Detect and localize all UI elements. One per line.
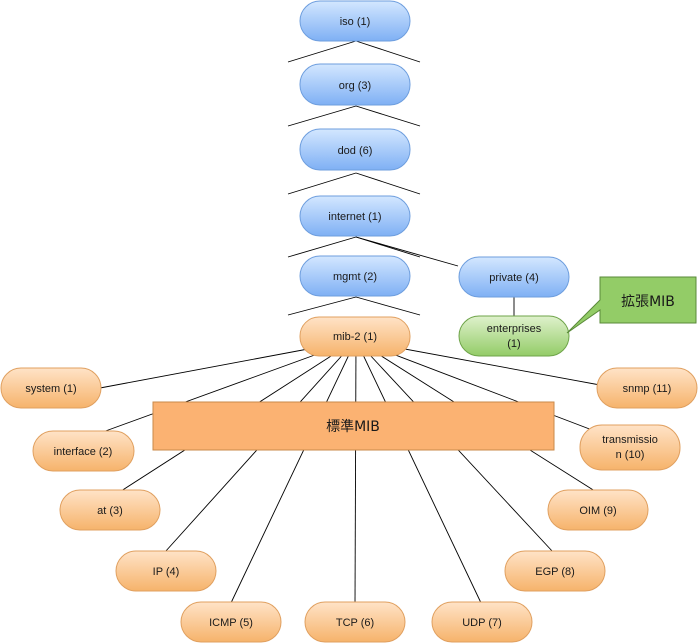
node-system: system (1) [0, 367, 102, 409]
edge-org-dod-right [355, 105, 421, 127]
edge-mib2-tcp [354, 339, 357, 606]
node-udp: UDP (7) [431, 601, 533, 643]
node-enterprises-label-line2: (1) [507, 338, 520, 350]
edge-internet-private [355, 236, 459, 267]
node-system-label: system (1) [25, 383, 76, 395]
node-mib2-label: mib-2 (1) [333, 331, 377, 343]
node-transmission: transmissio n (10) [579, 424, 681, 471]
node-dod-label: dod (6) [338, 145, 373, 157]
node-egp-label: EGP (8) [535, 566, 575, 578]
edge-mib2-udp [355, 339, 483, 606]
node-enterprises-label-line1: enterprises [487, 323, 542, 335]
node-icmp-label: ICMP (5) [209, 617, 253, 629]
node-org: org (3) [299, 63, 411, 106]
node-transmission-label-line2: n (10) [616, 449, 645, 461]
node-tcp-label: TCP (6) [336, 617, 374, 629]
node-ip: IP (4) [115, 550, 217, 592]
edge-mib2-icmp [229, 339, 357, 606]
node-iso-label: iso (1) [340, 16, 371, 28]
node-icmp: ICMP (5) [180, 601, 282, 643]
node-mib2: mib-2 (1) [299, 316, 411, 357]
edge-iso-org-right [355, 40, 421, 63]
node-egp: EGP (8) [504, 550, 606, 592]
node-oim-label: OIM (9) [579, 505, 616, 517]
node-internet: internet (1) [299, 195, 411, 237]
edge-dod-internet-left [287, 172, 357, 195]
standard-mib-label: 標準MIB [326, 419, 380, 435]
node-private: private (4) [458, 256, 570, 298]
node-dod: dod (6) [299, 128, 411, 171]
node-snmp-label: snmp (11) [623, 383, 672, 395]
node-org-label: org (3) [339, 80, 371, 92]
edge-mgmt-mib2-right [355, 296, 421, 316]
extended-mib-label: 拡張MIB [621, 294, 675, 310]
node-snmp: snmp (11) [596, 367, 698, 409]
node-oim: OIM (9) [547, 489, 649, 531]
node-ip-label: IP (4) [153, 566, 180, 578]
edge-org-dod-left [287, 105, 357, 127]
node-mgmt: mgmt (2) [299, 255, 411, 297]
node-mgmt-label: mgmt (2) [333, 271, 377, 283]
edge-iso-org-left [287, 40, 357, 63]
extended-mib-callout: 拡張MIB [566, 276, 697, 334]
node-at: at (3) [59, 489, 161, 531]
node-udp-label: UDP (7) [462, 617, 502, 629]
node-private-label: private (4) [489, 272, 539, 284]
edge-dod-internet-right [355, 172, 421, 195]
edge-internet-mgmt-left [287, 236, 357, 258]
connector-lines [99, 40, 601, 606]
node-at-label: at (3) [97, 505, 123, 517]
node-interface: interface (2) [32, 430, 135, 472]
node-tcp: TCP (6) [304, 601, 406, 643]
node-enterprises: enterprises (1) [458, 315, 570, 357]
node-interface-label: interface (2) [54, 446, 113, 458]
node-iso: iso (1) [299, 0, 411, 42]
edge-mgmt-mib2-left [287, 296, 357, 316]
standard-mib-box: 標準MIB [152, 401, 555, 451]
node-transmission-label-line1: transmissio [602, 434, 658, 446]
node-internet-label: internet (1) [328, 211, 381, 223]
